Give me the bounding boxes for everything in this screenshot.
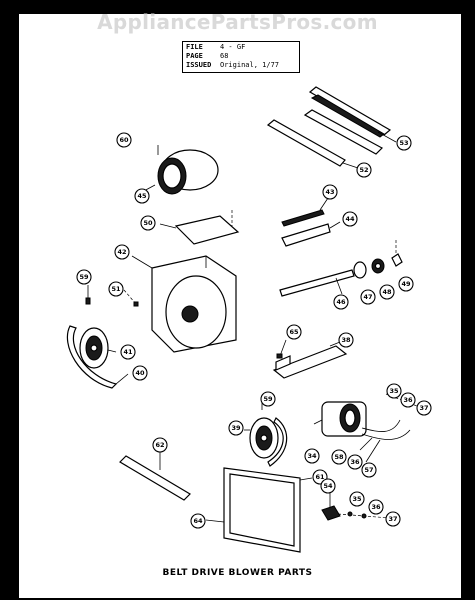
- callout-41: 41: [120, 344, 136, 360]
- belt-part: [66, 325, 129, 389]
- callout-64: 64: [190, 513, 206, 529]
- svg-text:39: 39: [231, 424, 241, 432]
- svg-text:47: 47: [363, 293, 372, 301]
- callout-42: 42: [114, 244, 130, 260]
- svg-text:53: 53: [399, 139, 408, 147]
- svg-text:61: 61: [315, 473, 325, 481]
- svg-text:36: 36: [350, 458, 360, 466]
- bracket-43-part: [281, 197, 329, 227]
- callout-45: 45: [134, 188, 150, 204]
- callout-54: 54: [320, 478, 336, 494]
- svg-text:41: 41: [123, 348, 133, 356]
- svg-text:50: 50: [143, 219, 153, 227]
- callout-38: 38: [338, 332, 354, 348]
- svg-text:65: 65: [289, 328, 299, 336]
- svg-text:35: 35: [352, 495, 362, 503]
- svg-text:48: 48: [382, 288, 392, 296]
- svg-text:62: 62: [155, 441, 164, 449]
- svg-text:35: 35: [389, 387, 399, 395]
- diagram-caption: BELT DRIVE BLOWER PARTS: [162, 568, 313, 578]
- svg-text:46: 46: [336, 298, 346, 306]
- svg-text:58: 58: [334, 453, 344, 461]
- motor-mount-part: [272, 341, 348, 379]
- callout-35: 35: [386, 383, 402, 399]
- callout-52: 52: [356, 162, 372, 178]
- svg-text:43: 43: [325, 188, 334, 196]
- svg-text:57: 57: [364, 466, 373, 474]
- callout-44: 44: [342, 211, 358, 227]
- fitting-assembly-part: [321, 492, 391, 521]
- svg-text:59: 59: [79, 273, 89, 281]
- svg-text:51: 51: [111, 285, 121, 293]
- watermark: AppliancePartsPros.com: [97, 10, 378, 34]
- svg-text:34: 34: [307, 452, 317, 460]
- svg-text:36: 36: [371, 503, 381, 511]
- callout-62: 62: [152, 437, 168, 453]
- svg-text:45: 45: [137, 192, 147, 200]
- lower-rail-part: [266, 109, 383, 169]
- callout-59: 59: [76, 269, 92, 285]
- callout-46: 46: [333, 294, 349, 310]
- screw-65-part: [276, 339, 287, 359]
- callout-58: 58: [331, 449, 347, 465]
- bearing-part: [353, 240, 403, 279]
- callout-37-lower: 37: [385, 511, 401, 527]
- bracket-44-part: [281, 221, 341, 247]
- callout-53: 53: [396, 135, 412, 151]
- svg-text:40: 40: [135, 369, 145, 377]
- blower-wheel-part: [141, 145, 219, 195]
- callout-59-lower: 59: [260, 391, 276, 407]
- blower-pulley-part: [79, 327, 117, 369]
- callout-40: 40: [132, 365, 148, 381]
- callout-36-lower: 36: [368, 499, 384, 515]
- svg-text:59: 59: [263, 395, 273, 403]
- svg-text:52: 52: [359, 166, 368, 174]
- mounting-plate-part: [159, 210, 240, 245]
- shaft-part: [279, 269, 355, 297]
- callout-51: 51: [108, 281, 124, 297]
- callout-49: 49: [398, 276, 414, 292]
- callout-35-lower: 35: [349, 491, 365, 507]
- motor-pulley-part: [244, 402, 288, 467]
- svg-text:44: 44: [345, 215, 355, 223]
- callout-50: 50: [140, 215, 156, 231]
- svg-text:42: 42: [117, 248, 126, 256]
- callout-47: 47: [360, 289, 376, 305]
- callout-48: 48: [379, 284, 395, 300]
- svg-text:36: 36: [403, 396, 413, 404]
- svg-text:37: 37: [388, 515, 397, 523]
- strip-62-part: [119, 452, 191, 501]
- callout-34: 34: [304, 448, 320, 464]
- callout-39: 39: [228, 420, 244, 436]
- svg-text:60: 60: [119, 136, 129, 144]
- callout-65: 65: [286, 324, 302, 340]
- callout-60: 60: [116, 132, 132, 148]
- callout-43: 43: [322, 184, 338, 200]
- svg-text:37: 37: [419, 404, 428, 412]
- blower-housing-part: [131, 255, 237, 353]
- filter-part: [205, 467, 313, 553]
- svg-text:38: 38: [341, 336, 351, 344]
- svg-text:64: 64: [193, 517, 203, 525]
- screw-59-part: [85, 285, 91, 305]
- callout-36-mid: 36: [347, 454, 363, 470]
- callout-36: 36: [400, 392, 416, 408]
- upper-rail-part: [308, 86, 397, 143]
- svg-text:49: 49: [401, 280, 411, 288]
- callout-37: 37: [416, 400, 432, 416]
- svg-text:54: 54: [323, 482, 333, 490]
- callout-57: 57: [361, 462, 377, 478]
- screw-51-part: [123, 289, 139, 307]
